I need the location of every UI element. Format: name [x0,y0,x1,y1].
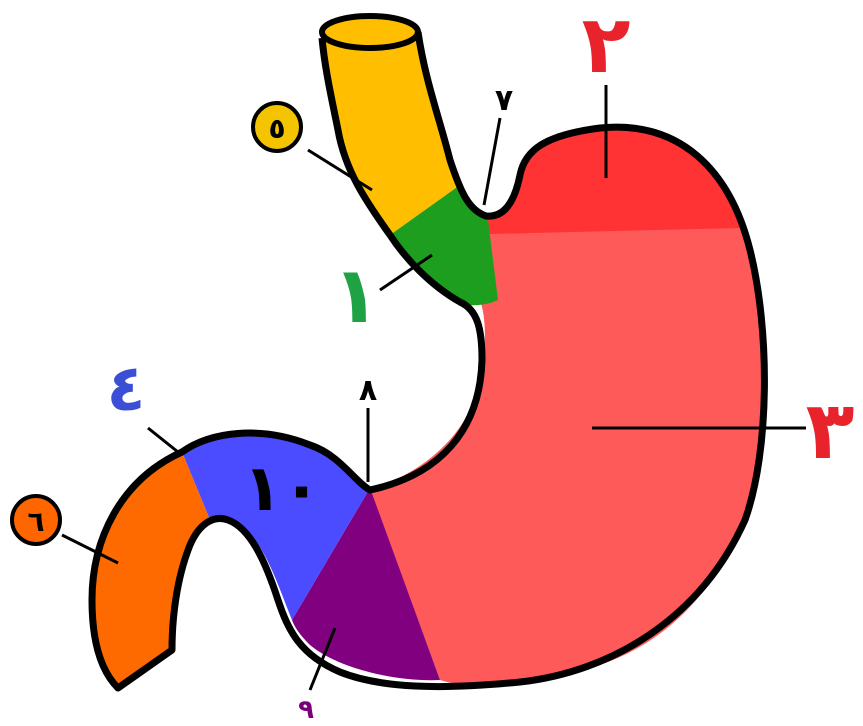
label-3: ٣ [806,384,855,477]
esophagus-opening [322,16,418,48]
label-7: ٧ [495,83,513,118]
label-4: ٤ [106,352,145,426]
label-10: ١٠ [243,452,321,526]
label-9: ٩ [298,695,314,725]
label-6: ٦ [27,505,44,538]
fundus-region [486,127,742,234]
stomach-body-region [370,222,762,686]
label-5: ٥ [268,112,285,145]
label-1: ١ [332,251,380,341]
label-2: ٢ [582,0,631,91]
leader-line-4 [148,428,178,452]
leader-line-7 [484,118,500,205]
label-8: ٨ [359,373,377,408]
duodenum-region [92,452,210,688]
